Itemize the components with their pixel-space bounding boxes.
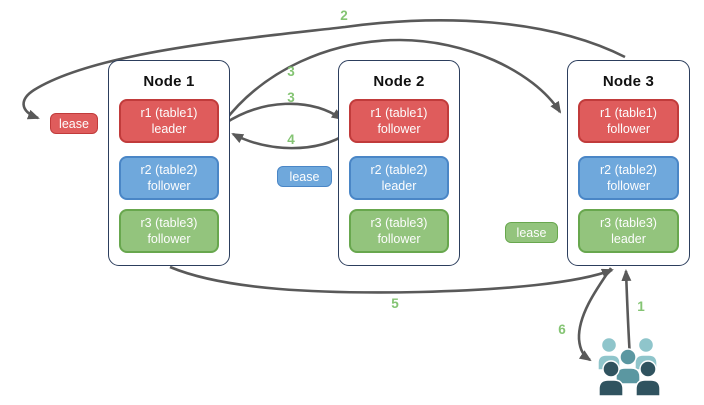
replica-r1-node1: r1 (table1) leader	[119, 99, 219, 143]
node-1: Node 1 r1 (table1) leader r2 (table2) fo…	[108, 60, 230, 266]
arrow-step-5	[169, 265, 614, 294]
replica-name: r1 (table1)	[140, 105, 198, 120]
replica-role: leader	[381, 179, 417, 193]
replica-name: r1 (table1)	[370, 105, 428, 120]
step-label-2: 2	[340, 8, 348, 23]
node-2: Node 2 r1 (table1) follower r2 (table2) …	[338, 60, 460, 266]
replica-role: follower	[377, 122, 421, 136]
arrow-step-3-to-node3	[222, 38, 562, 123]
arrow-step-6-response	[577, 267, 613, 362]
node-3: Node 3 r1 (table1) follower r2 (table2) …	[567, 60, 690, 266]
arrow-step-3-to-node2	[223, 102, 344, 126]
arrow-step-2	[22, 19, 626, 120]
arrow-step-1-request	[621, 269, 632, 359]
lease-label-table3: lease	[505, 222, 558, 243]
replica-role: follower	[606, 122, 651, 136]
replica-r2-node1: r2 (table2) follower	[119, 156, 219, 200]
replica-name: r2 (table2)	[600, 162, 657, 177]
replica-name: r2 (table2)	[370, 162, 428, 177]
step-label-4: 4	[287, 132, 295, 147]
step-label-6: 6	[558, 322, 566, 337]
replica-r1-node2: r1 (table1) follower	[349, 99, 449, 143]
replica-role: leader	[611, 232, 646, 246]
node-title: Node 2	[373, 73, 425, 90]
replica-role: follower	[606, 179, 651, 193]
users-icon	[597, 336, 661, 397]
replica-role: follower	[377, 232, 421, 246]
arrow-step-4-ack	[231, 131, 349, 150]
step-label-1: 1	[637, 299, 645, 314]
replica-role: leader	[151, 122, 187, 136]
replica-name: r3 (table3)	[370, 215, 428, 230]
node-title: Node 1	[143, 73, 195, 90]
step-label-5: 5	[391, 296, 399, 311]
replica-r2-node3: r2 (table2) follower	[578, 156, 679, 200]
node-title: Node 3	[602, 73, 655, 90]
replica-r3-node1: r3 (table3) follower	[119, 209, 219, 253]
replica-role: follower	[147, 232, 191, 246]
replica-r1-node3: r1 (table1) follower	[578, 99, 679, 143]
lease-label-table1: lease	[50, 113, 98, 134]
replica-r3-node3: r3 (table3) leader	[578, 209, 679, 253]
replica-name: r1 (table1)	[600, 105, 657, 120]
replica-name: r2 (table2)	[140, 162, 198, 177]
replica-name: r3 (table3)	[600, 215, 657, 230]
replica-r2-node2: r2 (table2) leader	[349, 156, 449, 200]
step-label-3b: 3	[287, 90, 295, 105]
replica-name: r3 (table3)	[140, 215, 198, 230]
replica-r3-node2: r3 (table3) follower	[349, 209, 449, 253]
replica-role: follower	[147, 179, 191, 193]
lease-label-table2: lease	[277, 166, 332, 187]
step-label-3a: 3	[287, 64, 295, 79]
